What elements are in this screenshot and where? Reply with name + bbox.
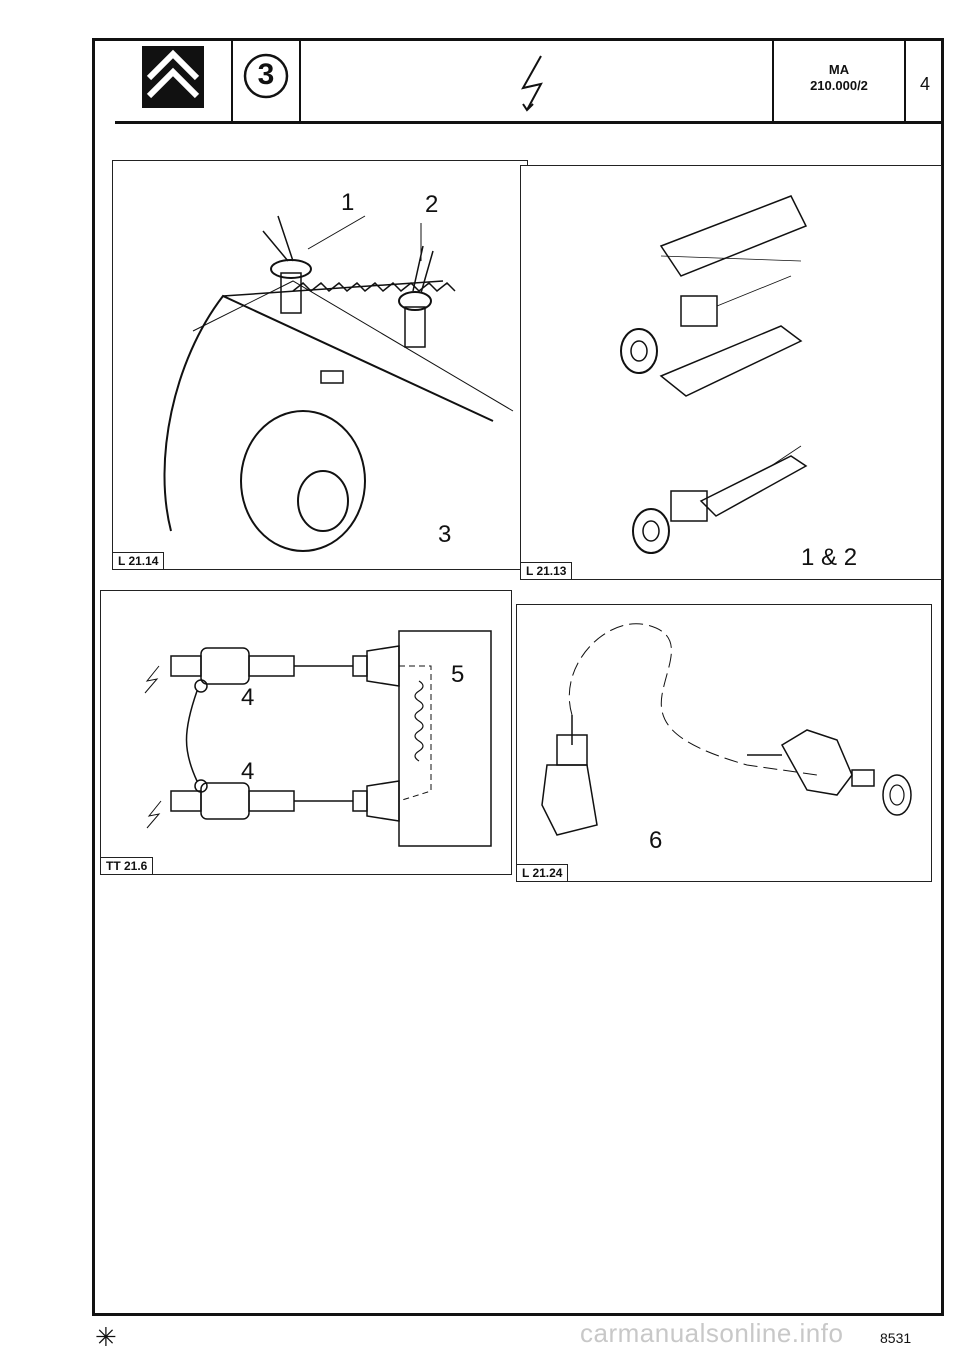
panel-flywheel-sensors: 1 2 3 L 21.14 <box>112 160 528 570</box>
sensor-assembly-illustration <box>620 195 808 554</box>
callout-5: 5 <box>451 661 465 688</box>
callout-4-upper: 4 <box>241 684 255 711</box>
page-frame <box>92 38 944 1316</box>
section-badge-cell: 3 <box>233 38 301 121</box>
citroen-logo-icon <box>142 46 204 108</box>
doc-code-cell: MA 210.000/2 <box>774 38 906 121</box>
header-bar: 3 MA 210.000/2 4 <box>115 38 944 124</box>
panel-sensor-assembly: 1 & 2 L 21.13 <box>520 165 942 580</box>
callout-1-and-2: 1 & 2 <box>801 544 858 571</box>
asterisk-mark: ✳ <box>95 1322 117 1352</box>
section-badge-icon <box>243 53 289 99</box>
panel-label: L 21.13 <box>521 562 573 579</box>
sheet-number: 8531 <box>880 1330 912 1346</box>
callout-4-lower: 4 <box>241 758 255 785</box>
section-number: 3 <box>257 58 275 91</box>
flywheel-sensor-illustration <box>163 215 514 552</box>
page-number: 4 <box>919 74 930 94</box>
page-number-cell: 4 <box>906 38 944 121</box>
sensor-connector-illustration <box>541 623 912 836</box>
panel-label: TT 21.6 <box>101 857 154 874</box>
panel-label: L 21.24 <box>517 864 569 881</box>
callout-1: 1 <box>341 189 355 216</box>
panel-label: L 21.14 <box>113 552 165 569</box>
watermark-text: carmanualsonline.info <box>580 1318 844 1348</box>
callout-3: 3 <box>438 521 452 548</box>
doc-code-line2: 210.000/2 <box>810 78 868 93</box>
doc-code-line1: MA <box>828 62 850 77</box>
title-cell <box>301 38 774 121</box>
wiring-diagram-illustration <box>144 630 492 847</box>
brand-logo-cell <box>115 38 233 121</box>
callout-6: 6 <box>649 827 663 854</box>
panel-sensor-connector: 6 L 21.24 <box>516 604 932 882</box>
callout-2: 2 <box>425 191 439 218</box>
panel-wiring-diagram: 5 4 4 TT 21.6 <box>100 590 512 875</box>
electrical-lightning-icon <box>521 55 543 112</box>
